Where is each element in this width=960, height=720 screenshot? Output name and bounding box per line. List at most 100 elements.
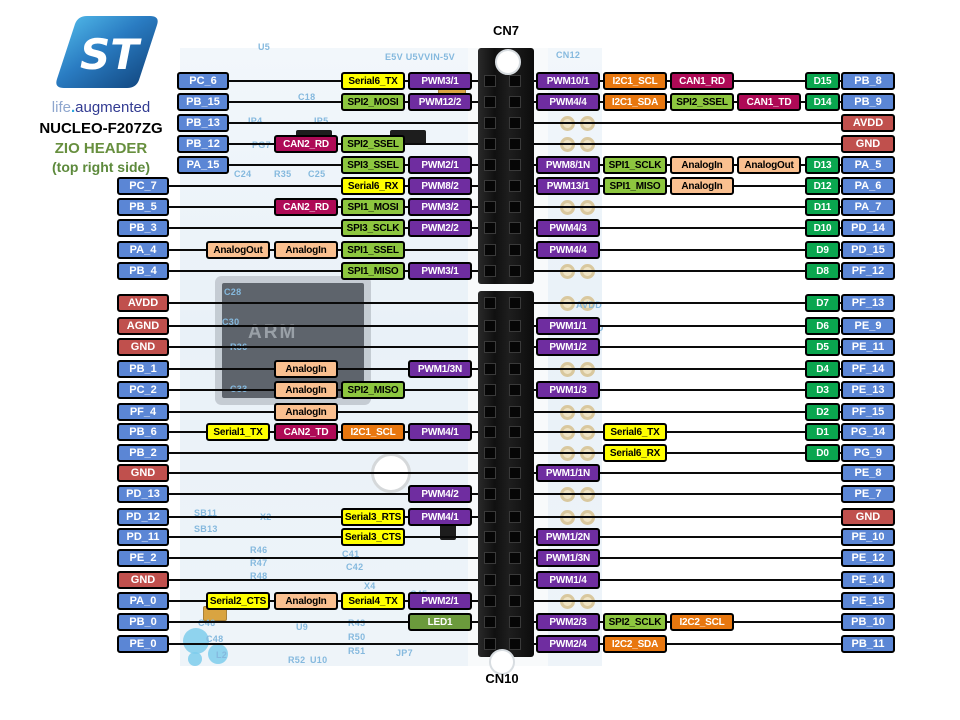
left-pin-PA_4: PA_4 xyxy=(117,241,169,259)
connector-pinhole xyxy=(509,201,521,213)
connector-pinhole xyxy=(484,117,496,129)
board-decoration: R43 xyxy=(348,618,366,628)
right-pin-PF_14: PF_14 xyxy=(841,360,895,378)
connector-pinhole xyxy=(509,488,521,500)
left-pin-PA_15: PA_15 xyxy=(177,156,229,174)
func-analogin: AnalogIn xyxy=(670,177,734,195)
func-pwm4-2: PWM4/2 xyxy=(408,485,472,503)
func-spi3-ssel: SPI3_SSEL xyxy=(341,156,405,174)
board-decoration: C18 xyxy=(298,92,316,102)
connector-pinhole xyxy=(509,244,521,256)
wire-left-pb-13 xyxy=(226,122,479,124)
func-pwm1-3n: PWM1/3N xyxy=(408,360,472,378)
board-decoration: R35 xyxy=(274,169,292,179)
board-decoration: C24 xyxy=(234,169,252,179)
board-decoration: R50 xyxy=(348,632,366,642)
connector-pinhole xyxy=(484,180,496,192)
wire-left-pc-7 xyxy=(166,185,479,187)
func-spi1-mosi: SPI1_MOSI xyxy=(341,198,405,216)
left-pin-PF_4: PF_4 xyxy=(117,403,169,421)
right-pin-PE_11: PE_11 xyxy=(841,338,895,356)
d-label-d15: D15 xyxy=(805,72,840,90)
connector-cn10 xyxy=(478,291,534,657)
func-analogin: AnalogIn xyxy=(274,381,338,399)
left-pin-PA_0: PA_0 xyxy=(117,592,169,610)
func-i2c2-scl: I2C2_SCL xyxy=(670,613,734,631)
board-decoration: AVDD xyxy=(576,300,603,310)
func-pwm1-1: PWM1/1 xyxy=(536,317,600,335)
connector-pinhole xyxy=(484,363,496,375)
func-analogout: AnalogOut xyxy=(206,241,270,259)
func-analogin: AnalogIn xyxy=(274,241,338,259)
left-pin-GND: GND xyxy=(117,464,169,482)
func-pwm4-3: PWM4/3 xyxy=(536,219,600,237)
right-pin-PE_12: PE_12 xyxy=(841,549,895,567)
board-decoration: R52 xyxy=(288,655,306,665)
wire-right-pf-13 xyxy=(533,302,843,304)
wire-left-avdd xyxy=(166,302,479,304)
connector-pinhole xyxy=(484,511,496,523)
board-decoration: R51 xyxy=(348,646,366,656)
wire-right-pe-9 xyxy=(533,325,843,327)
func-pwm3-1: PWM3/1 xyxy=(408,72,472,90)
wire-right-pe-14 xyxy=(533,579,843,581)
connector-pinhole xyxy=(484,638,496,650)
func-serial6-tx: Serial6_TX xyxy=(603,423,667,441)
board-decoration: C41 xyxy=(342,549,360,559)
connector-pinhole xyxy=(484,138,496,150)
connector-pinhole xyxy=(509,265,521,277)
func-spi1-miso: SPI1_MISO xyxy=(603,177,667,195)
right-pin-GND: GND xyxy=(841,135,895,153)
d-label-d11: D11 xyxy=(805,198,840,216)
func-serial6-rx: Serial6_RX xyxy=(603,444,667,462)
func-serial1-tx: Serial1_TX xyxy=(206,423,270,441)
d-label-d0: D0 xyxy=(805,444,840,462)
connector-pinhole xyxy=(484,297,496,309)
wire-right-pe-7 xyxy=(533,493,843,495)
connector-pinhole xyxy=(484,552,496,564)
right-pin-GND: GND xyxy=(841,508,895,526)
func-can2-td: CAN2_TD xyxy=(274,423,338,441)
board-decoration: U9 xyxy=(296,622,309,632)
func-can2-rd: CAN2_RD xyxy=(274,135,338,153)
left-pin-PB_1: PB_1 xyxy=(117,360,169,378)
wire-right-avdd xyxy=(533,122,843,124)
connector-label-cn10: CN10 xyxy=(485,671,519,686)
wire-left-pb-4 xyxy=(166,270,479,272)
connector-pinhole xyxy=(484,159,496,171)
tagline-life: life xyxy=(51,99,71,116)
left-pin-GND: GND xyxy=(117,571,169,589)
right-pin-PA_7: PA_7 xyxy=(841,198,895,216)
func-pwm2-1: PWM2/1 xyxy=(408,156,472,174)
connector-pinhole xyxy=(484,75,496,87)
func-pwm4-4: PWM4/4 xyxy=(536,241,600,259)
func-i2c1-scl: I2C1_SCL xyxy=(341,423,405,441)
connector-pinhole xyxy=(484,467,496,479)
board-decoration: U5 xyxy=(258,42,271,52)
wire-right-pf-15 xyxy=(533,411,843,413)
func-analogin: AnalogIn xyxy=(670,156,734,174)
left-pin-GND: GND xyxy=(117,338,169,356)
board-decoration: ARM xyxy=(248,322,298,343)
connector-pinhole xyxy=(509,159,521,171)
func-pwm1-3n: PWM1/3N xyxy=(536,549,600,567)
d-label-d7: D7 xyxy=(805,294,840,312)
board-name: NUCLEO-F207ZG xyxy=(39,120,163,137)
wire-right-pg-9 xyxy=(533,452,843,454)
board-decoration xyxy=(208,644,228,664)
svg-text:ST: ST xyxy=(80,30,142,79)
func-serial3-rts: Serial3_RTS xyxy=(341,508,405,526)
func-can2-rd: CAN2_RD xyxy=(274,198,338,216)
connector-pinhole xyxy=(484,447,496,459)
wire-right-pe-10 xyxy=(533,536,843,538)
wire-right-pd-14 xyxy=(533,227,843,229)
left-pin-PC_7: PC_7 xyxy=(117,177,169,195)
func-pwm2-2: PWM2/2 xyxy=(408,219,472,237)
left-pin-PC_2: PC_2 xyxy=(117,381,169,399)
connector-pinhole xyxy=(509,467,521,479)
wire-left-gnd xyxy=(166,346,479,348)
board-decoration: C28 xyxy=(224,287,242,297)
right-pin-PF_13: PF_13 xyxy=(841,294,895,312)
connector-pinhole xyxy=(509,531,521,543)
left-pin-PD_11: PD_11 xyxy=(117,528,169,546)
